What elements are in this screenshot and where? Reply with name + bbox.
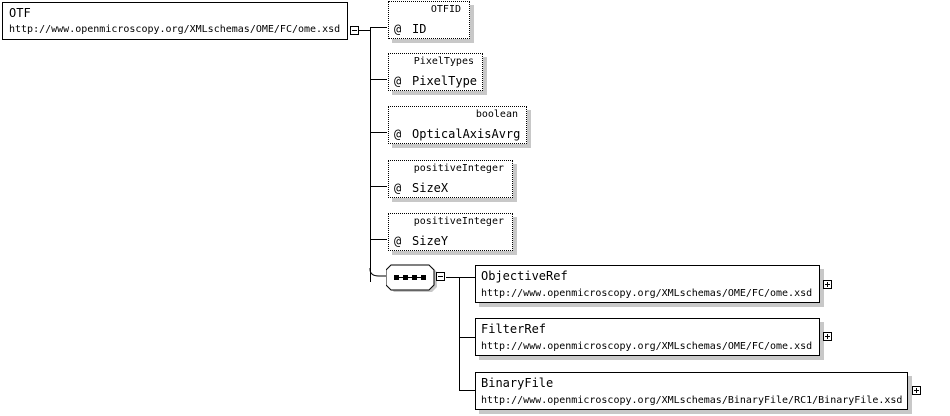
attribute-name: SizeY: [412, 234, 449, 248]
element-filterref[interactable]: FilterRef http://www.openmicroscopy.org/…: [475, 318, 820, 356]
element-namespace: http://www.openmicroscopy.org/XMLschemas…: [481, 341, 813, 352]
attr-branch-sizex: [370, 186, 387, 187]
attribute-type-label: boolean: [475, 109, 518, 120]
element-name: ObjectiveRef: [481, 269, 568, 283]
element-name: BinaryFile: [481, 376, 554, 390]
attribute-name: ID: [412, 22, 427, 36]
trunk-to-sequence-connector: [369, 268, 387, 277]
attribute-sizey[interactable]: positiveInteger @ SizeY: [388, 213, 513, 251]
attribute-opticalaxisavrg[interactable]: boolean @ OpticalAxisAvrg: [388, 106, 527, 144]
attribute-at-icon: @: [394, 74, 402, 88]
root-element-namespace: http://www.openmicroscopy.org/XMLschemas…: [9, 24, 341, 35]
attribute-pixeltype[interactable]: PixelTypes @ PixelType: [388, 53, 483, 91]
attribute-type-label: positiveInteger: [413, 216, 504, 227]
attribute-type-label: PixelTypes: [413, 56, 474, 67]
root-element-otf[interactable]: OTF http://www.openmicroscopy.org/XMLsch…: [2, 2, 348, 40]
attr-branch-id: [370, 27, 387, 28]
attribute-name: SizeX: [412, 181, 449, 195]
element-objectiveref[interactable]: ObjectiveRef http://www.openmicroscopy.o…: [475, 265, 820, 303]
attribute-name: PixelType: [412, 74, 478, 88]
element-namespace: http://www.openmicroscopy.org/XMLschemas…: [481, 395, 903, 406]
attribute-at-icon: @: [394, 181, 402, 195]
sequence-compositor-icon[interactable]: [385, 264, 437, 292]
element-branch-binaryfile: [459, 390, 475, 391]
attr-branch-sizey: [370, 239, 387, 240]
attribute-name: OpticalAxisAvrg: [412, 127, 521, 141]
attr-branch-pixeltype: [370, 79, 387, 80]
element-binaryfile[interactable]: BinaryFile http://www.openmicroscopy.org…: [475, 372, 908, 410]
attribute-id[interactable]: OTFID @ ID: [388, 1, 470, 39]
collapse-sequence-icon[interactable]: [436, 272, 445, 281]
attribute-sizex[interactable]: positiveInteger @ SizeX: [388, 160, 513, 198]
sequence-children-trunk: [459, 277, 460, 391]
sequence-to-trunk-connector: [446, 277, 459, 278]
root-element-name: OTF: [9, 6, 31, 20]
expand-binaryfile-icon[interactable]: [912, 386, 921, 395]
attribute-type-label: positiveInteger: [413, 163, 504, 174]
attribute-at-icon: @: [394, 22, 402, 36]
root-to-trunk-connector: [359, 30, 370, 31]
element-name: FilterRef: [481, 322, 547, 336]
attr-branch-opticalaxisavrg: [370, 132, 387, 133]
attribute-at-icon: @: [394, 234, 402, 248]
attribute-at-icon: @: [394, 127, 402, 141]
expand-filterref-icon[interactable]: [823, 332, 832, 341]
attribute-type-label: OTFID: [430, 4, 461, 15]
element-branch-filterref: [459, 337, 475, 338]
element-namespace: http://www.openmicroscopy.org/XMLschemas…: [481, 288, 813, 299]
attr-tree-trunk: [370, 27, 371, 282]
expand-objectiveref-icon[interactable]: [823, 280, 832, 289]
element-branch-objectiveref: [459, 277, 475, 278]
collapse-root-icon[interactable]: [350, 26, 359, 35]
